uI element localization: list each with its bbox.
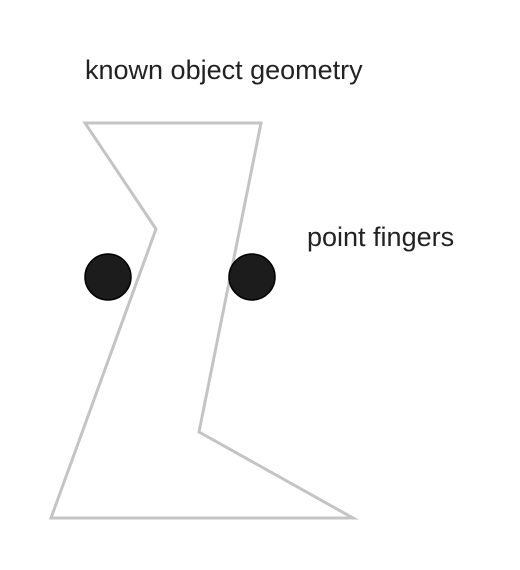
left-finger-point [84,253,132,301]
object-geometry-label: known object geometry [85,55,363,85]
point-fingers-label: point fingers [307,222,455,252]
object-outline [48,121,359,520]
right-finger-point [228,253,276,301]
